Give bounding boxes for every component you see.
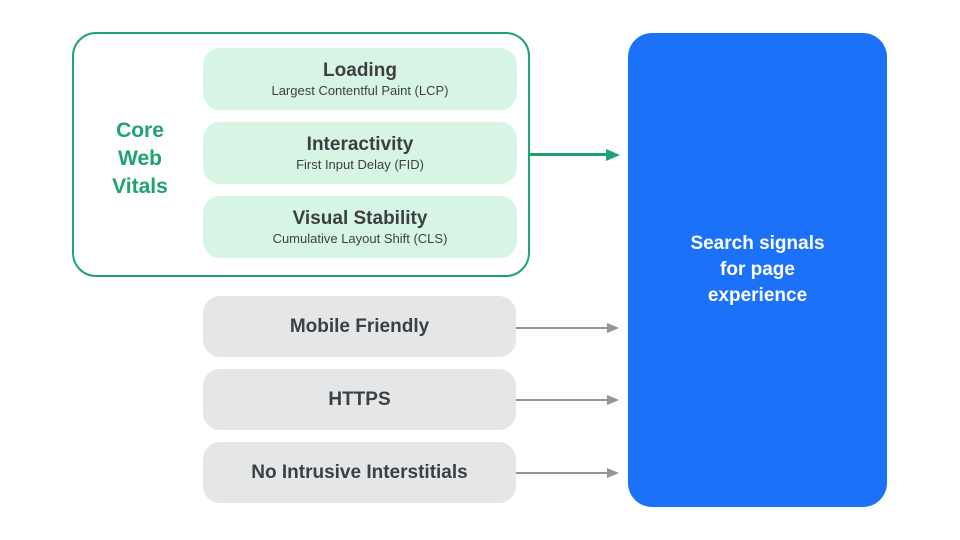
cwv-item-visual-stability: Visual Stability Cumulative Layout Shift… [203, 196, 517, 258]
arrow-right-icon [607, 467, 619, 478]
signal-mobile-friendly: Mobile Friendly [203, 296, 516, 357]
cwv-item-subtitle: Cumulative Layout Shift (CLS) [272, 231, 448, 246]
arrow-right-icon [606, 148, 620, 161]
core-web-vitals-arrow [530, 148, 620, 161]
signal-https: HTTPS [203, 369, 516, 430]
signal-label: HTTPS [328, 389, 391, 410]
arrow-right-icon [607, 322, 619, 333]
core-web-vitals-label: Core Web Vitals [112, 119, 168, 198]
arrow-line [516, 398, 607, 401]
signal-label: No Intrusive Interstitials [251, 462, 468, 483]
cwv-item-title: Loading [323, 60, 397, 81]
cwv-item-title: Visual Stability [292, 208, 428, 229]
search-signals-box: Search signals for page experience [628, 33, 887, 507]
cwv-item-title: Interactivity [306, 134, 414, 155]
no-intrusive-interstitials-arrow [516, 467, 619, 478]
arrow-line [516, 326, 607, 329]
cwv-item-interactivity: Interactivity First Input Delay (FID) [203, 122, 517, 184]
arrow-line [530, 153, 606, 156]
https-arrow [516, 394, 619, 405]
cwv-item-subtitle: Largest Contentful Paint (LCP) [271, 83, 449, 98]
cwv-item-subtitle: First Input Delay (FID) [296, 157, 424, 172]
mobile-friendly-arrow [516, 322, 619, 333]
cwv-item-loading: Loading Largest Contentful Paint (LCP) [203, 48, 517, 110]
arrow-line [516, 471, 607, 474]
search-signals-label: Search signals for page experience [690, 233, 825, 306]
arrow-right-icon [607, 394, 619, 405]
signal-no-intrusive-interstitials: No Intrusive Interstitials [203, 442, 516, 503]
signal-label: Mobile Friendly [289, 316, 430, 337]
